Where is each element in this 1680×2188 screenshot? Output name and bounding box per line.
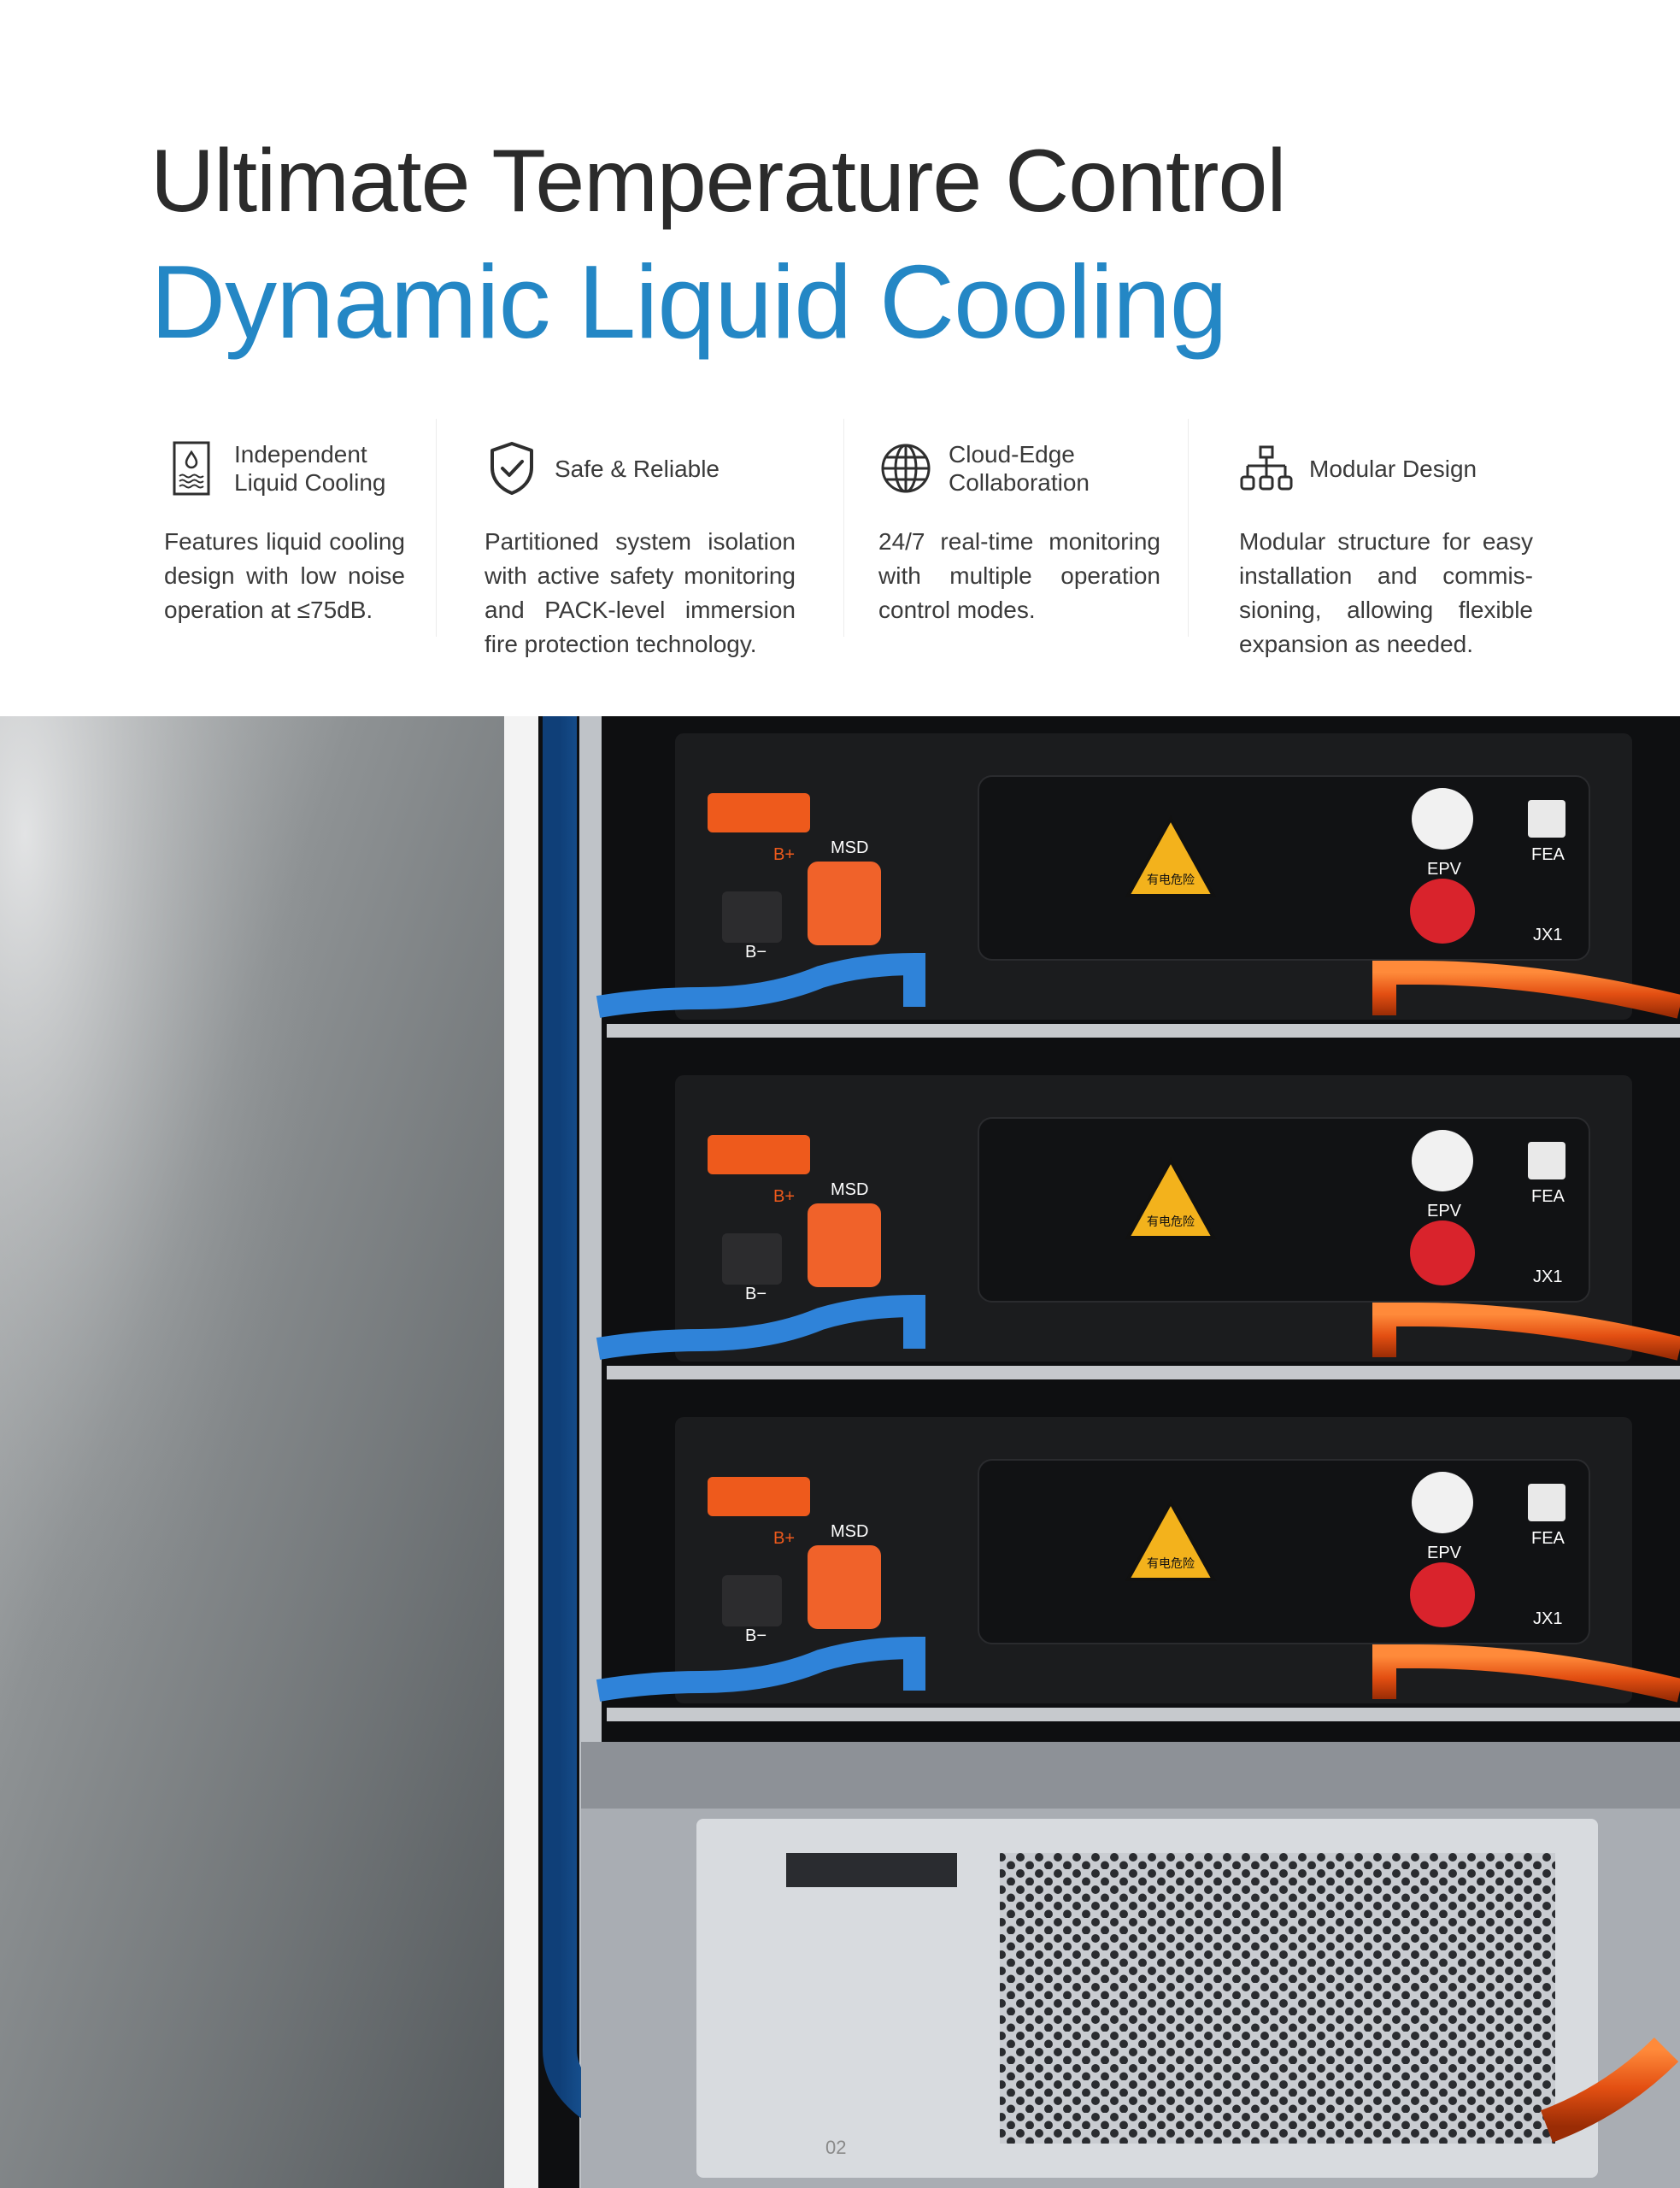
- battery-rack-photo: 有电危险 B+ MSD B− EPV FEA JX1: [0, 716, 1680, 2188]
- svg-text:EPV: EPV: [1427, 860, 1462, 879]
- title-line-1: Ultimate Temperature Control: [150, 132, 1286, 231]
- feature-description: Partitioned system isolation with active…: [485, 528, 796, 657]
- feature-title: Modular Design: [1309, 455, 1477, 482]
- feature-title: Independent Liquid Cooling: [234, 441, 386, 496]
- feature-safe-reliable: Safe & Reliable Partitioned system isola…: [485, 438, 796, 662]
- feature-liquid-cooling: Independent Liquid Cooling Features liqu…: [164, 438, 405, 627]
- svg-text:MSD: MSD: [831, 838, 868, 857]
- divider: [436, 419, 437, 637]
- divider: [843, 419, 844, 637]
- shield-check-icon: [485, 441, 539, 496]
- divider: [1188, 419, 1189, 637]
- svg-text:B+: B+: [773, 845, 795, 864]
- svg-text:FEA: FEA: [1531, 845, 1565, 864]
- feature-description: Modular structure for easy installation …: [1239, 528, 1533, 657]
- feature-cloud-edge: Cloud-Edge Collaboration 24/7 real-time …: [878, 438, 1160, 627]
- feature-modular-design: Modular Design Modular structure for eas…: [1239, 438, 1533, 662]
- feature-description: Features liquid cooling design with low …: [164, 528, 405, 623]
- svg-text:B−: B−: [745, 943, 767, 962]
- feature-description: 24/7 real-time monitoring with multiple …: [878, 528, 1160, 623]
- globe-icon: [878, 441, 933, 496]
- page-number: 02: [825, 2137, 847, 2158]
- title-line-2: Dynamic Liquid Cooling: [150, 244, 1228, 360]
- svg-text:有电危险: 有电危险: [1147, 873, 1195, 887]
- liquid-cooling-icon: [164, 441, 219, 496]
- feature-title: Safe & Reliable: [555, 455, 720, 482]
- network-hierarchy-icon: [1239, 441, 1294, 496]
- svg-text:JX1: JX1: [1533, 926, 1562, 944]
- feature-title: Cloud-Edge Collaboration: [949, 441, 1090, 496]
